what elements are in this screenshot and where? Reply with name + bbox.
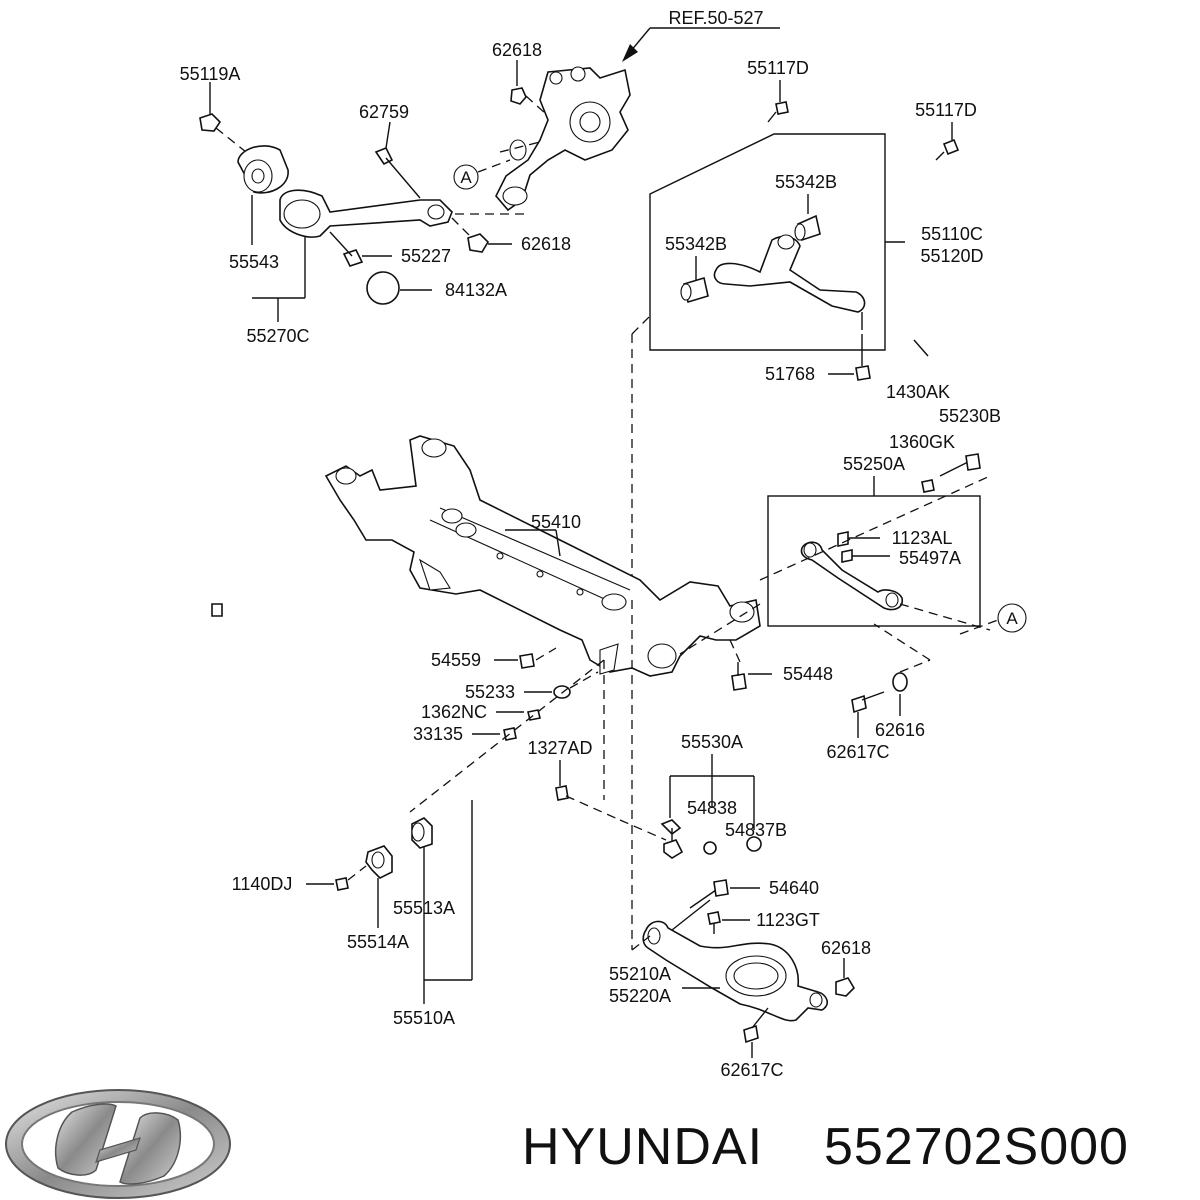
- label-55210A: 55210A: [609, 964, 671, 984]
- label-33135: 33135: [413, 724, 463, 744]
- bolt-62617C-b: [743, 1007, 769, 1058]
- label-55120D: 55120D: [920, 246, 983, 266]
- label-55230B: 55230B: [939, 406, 1001, 426]
- label-55270C: 55270C: [246, 326, 309, 346]
- nut-1360GK: [921, 479, 935, 493]
- bolt-55227: [329, 231, 392, 267]
- marker-a-lower: A: [959, 603, 1027, 635]
- label-55342B-a: 55342B: [775, 172, 837, 192]
- label-55110C: 55110C: [921, 224, 983, 244]
- stabilizer-bar-55510A: [178, 603, 667, 1004]
- label-55448: 55448: [783, 664, 833, 684]
- marker-a-upper: A: [453, 141, 541, 190]
- cap-84132A: [366, 271, 432, 305]
- bolt-62617C-a: [851, 691, 885, 738]
- bolt-1140DJ: [306, 865, 367, 891]
- label-55530A: 55530A: [681, 732, 743, 752]
- washer-55233: [524, 671, 599, 699]
- bushing-55513A: [411, 817, 433, 849]
- label-62618-mid: 62618: [521, 234, 571, 254]
- label-55410: 55410: [531, 512, 581, 532]
- label-62618-top: 62618: [492, 40, 542, 60]
- marker-a-text: A: [1006, 609, 1018, 628]
- label-62616: 62616: [875, 720, 925, 740]
- label-54559: 54559: [431, 650, 481, 670]
- nut-62618-top: [510, 60, 547, 115]
- label-54837B: 54837B: [725, 820, 787, 840]
- nut-1327AD: [555, 760, 621, 821]
- lateral-arm-group: [679, 475, 991, 655]
- nut-54559: [494, 647, 557, 669]
- part-number: 552702S000: [824, 1118, 1129, 1176]
- nut-51768: [828, 334, 871, 381]
- label-51768: 51768: [765, 364, 815, 384]
- label-54640: 54640: [769, 878, 819, 898]
- nut-33135: [472, 727, 517, 741]
- brand-name: HYUNDAI: [522, 1118, 763, 1176]
- bushing-55543: [237, 145, 289, 245]
- washer-62616: [892, 659, 931, 716]
- stabilizer-link-group: [660, 754, 762, 859]
- label-55510A: 55510A: [393, 1008, 455, 1028]
- marker-a-text: A: [460, 168, 472, 187]
- hyundai-logo-icon: [5, 1089, 231, 1199]
- bolt-55117D-a: [767, 80, 789, 123]
- bolt-54640: [689, 879, 760, 909]
- label-55250A: 55250A: [843, 454, 905, 474]
- bolt-1123GT: [707, 911, 750, 934]
- label-55227: 55227: [401, 246, 451, 266]
- bolt-1430AK: [913, 339, 929, 357]
- label-62618-low: 62618: [821, 938, 871, 958]
- label-1362NC: 1362NC: [421, 702, 487, 722]
- label-55543: 55543: [229, 252, 279, 272]
- nut-62618-mid: [451, 217, 512, 253]
- leader-62616: [873, 623, 931, 661]
- nut-1362NC: [496, 709, 541, 721]
- part-labels: REF.50-527 55119A 62618 62759 55543 5522…: [180, 8, 1001, 1080]
- label-55497A: 55497A: [899, 548, 961, 568]
- label-55220A: 55220A: [609, 986, 671, 1006]
- bolt-62759: [374, 121, 421, 199]
- knuckle-part: [495, 66, 631, 212]
- label-55119A: 55119A: [180, 64, 241, 84]
- label-1140DJ: 1140DJ: [232, 874, 293, 894]
- reference-pointer: [622, 27, 780, 62]
- label-1327AD: 1327AD: [527, 738, 592, 758]
- subframe-55410: [324, 435, 761, 677]
- label-55233: 55233: [465, 682, 515, 702]
- label-54838: 54838: [687, 798, 737, 818]
- label-1430AK: 1430AK: [886, 382, 950, 402]
- control-arm-55270C: [252, 189, 530, 322]
- label-62759: 62759: [359, 102, 409, 122]
- label-55513A: 55513A: [393, 898, 455, 918]
- bolt-55117D-b: [935, 122, 960, 161]
- label-reference: REF.50-527: [668, 8, 763, 28]
- nut-55119A: [199, 82, 247, 153]
- label-55342B-b: 55342B: [665, 234, 727, 254]
- label-1123AL: 1123AL: [892, 528, 953, 548]
- bolt-55448: [729, 639, 772, 691]
- label-1123GT: 1123GT: [756, 910, 820, 930]
- bracket-55514A: [365, 845, 393, 928]
- bolt-55230B: [939, 453, 981, 477]
- upper-arm-group: [631, 133, 905, 600]
- label-62617C-a: 62617C: [826, 742, 889, 762]
- label-55514A: 55514A: [347, 932, 409, 952]
- label-55117D-a: 55117D: [747, 58, 809, 78]
- label-84132A: 84132A: [445, 280, 507, 300]
- lower-arm-55210A: [631, 600, 829, 1022]
- label-62617C-b: 62617C: [720, 1060, 783, 1080]
- nut-62618-low: [835, 958, 856, 997]
- label-1360GK: 1360GK: [889, 432, 955, 452]
- label-55117D-b: 55117D: [915, 100, 977, 120]
